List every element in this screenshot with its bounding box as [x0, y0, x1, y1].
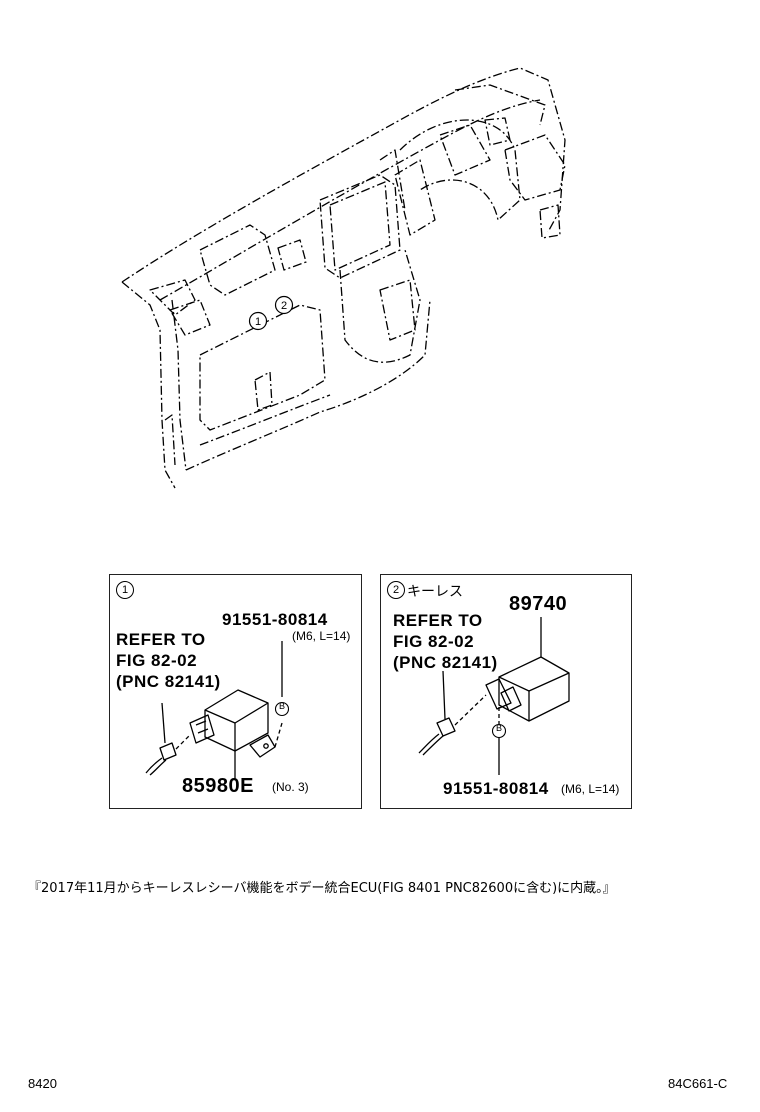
panel2-index: 2: [387, 581, 405, 599]
detail-panel-1: 1 REFER TO FIG 82-02 (PNC 82141) 91551-8…: [109, 574, 362, 809]
panel1-refer-block: REFER TO FIG 82-02 (PNC 82141): [116, 629, 221, 692]
glovebox: [199, 304, 326, 431]
overview-callout-1-circle: [248, 311, 268, 331]
panel1-bolt-spec: (M6, L=14): [292, 629, 351, 643]
dash-front-edge: [159, 99, 541, 301]
center-console: [339, 249, 421, 363]
panel1-relay-part-number: 85980E: [182, 775, 254, 797]
panel1-bolt-marker: B: [278, 701, 285, 711]
panel2-refer-leader: [442, 670, 446, 720]
receiver-bracket: [485, 678, 512, 710]
revision-note: 『2017年11月からキーレスレシーバ機能をボデー統合ECU(FIG 8401 …: [28, 881, 616, 896]
panel1-bolt-marker-circle: [274, 701, 290, 717]
detail-panel-2: 2 キーレス 89740 REFER TO FIG 82-02 (PNC 821…: [380, 574, 632, 809]
left-display: [199, 224, 276, 296]
panel2-refer-line3: (PNC 82141): [393, 653, 498, 672]
panel1-bolt-part-number: 91551-80814: [222, 610, 328, 629]
figure-number: 8420: [28, 1076, 57, 1091]
panel1-refer-line2: FIG 82-02: [116, 651, 198, 670]
instrument-panel-illustration: 1 2: [121, 67, 566, 489]
panel2-bolt-part-number: 91551-80814: [443, 779, 549, 798]
dash-left-side: [121, 281, 176, 489]
panel2-receiver-drawing: [418, 617, 570, 775]
panel1-relay-drawing: [145, 641, 290, 780]
panel2-bolt-spec: (M6, L=14): [561, 782, 620, 796]
panel2-bolt-marker-circle: [491, 723, 507, 739]
panel1-relay-note: (No. 3): [272, 780, 309, 794]
panel1-index: 1: [116, 581, 134, 599]
meter-hood: [399, 119, 521, 221]
relay-connector: [189, 714, 215, 744]
dash-lower-body: [185, 299, 431, 471]
overview-callout-1: 1: [255, 316, 261, 328]
panel2-refer-block: REFER TO FIG 82-02 (PNC 82141): [393, 610, 498, 673]
panel2-refer-line2: FIG 82-02: [393, 632, 475, 651]
panel2-refer-line1: REFER TO: [393, 611, 483, 630]
harness-connector: [159, 742, 177, 761]
center-display: [319, 174, 401, 279]
harness-connector: [436, 717, 456, 737]
right-vent: [504, 134, 566, 201]
overview-callout-2-circle: [274, 295, 294, 315]
dash-top-outline: [121, 67, 566, 283]
drawing-code: 84C661-C: [668, 1076, 728, 1091]
relay-body: [204, 689, 269, 752]
panel2-receiver-part-number: 89740: [509, 593, 568, 615]
harness-wire: [145, 757, 163, 774]
receiver-body: [498, 656, 570, 722]
panel1-refer-line3: (PNC 82141): [116, 672, 221, 691]
panel2-bolt-marker: B: [495, 723, 502, 733]
overview-callout-2: 2: [281, 300, 287, 312]
relay-bracket: [249, 734, 276, 758]
panel1-refer-leader: [161, 702, 166, 744]
panel1-refer-line1: REFER TO: [116, 630, 206, 649]
harness-wire: [418, 733, 440, 754]
panel2-title: キーレス: [407, 584, 463, 600]
